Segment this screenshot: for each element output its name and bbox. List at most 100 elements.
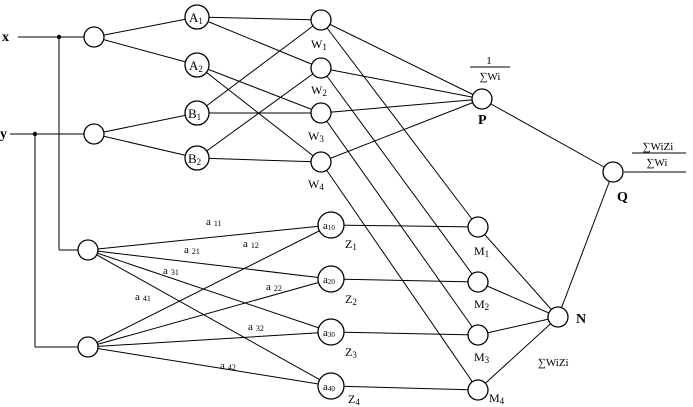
membership-node-a1 xyxy=(184,4,210,30)
edge-z4-m4 xyxy=(330,385,479,391)
edge-n1-z2 xyxy=(87,249,332,280)
consequent-input-node-1 xyxy=(77,239,99,261)
edge-n2-z2 xyxy=(87,278,332,348)
consequent-inside-z1: a10 xyxy=(323,220,335,232)
edge-w1-p xyxy=(320,19,483,100)
summer-formula: ∑WiZi xyxy=(538,357,569,369)
edge-b2-w4 xyxy=(196,157,322,163)
normalizer-formula-denominator: ∑Wi xyxy=(480,71,501,83)
edge-m1-n xyxy=(477,226,559,318)
consequent-node-z4 xyxy=(317,372,345,400)
input-lines xyxy=(10,34,84,348)
consequent-label-z3: Z3 xyxy=(345,345,357,360)
weight-label-w3: W3 xyxy=(308,129,324,144)
y-junction-dot xyxy=(32,131,38,137)
multiplier-node-m2 xyxy=(467,271,489,293)
multiplier-node-m1 xyxy=(467,216,489,238)
normalizer-node-p xyxy=(471,88,493,110)
normalizer-formula-numerator: 1 xyxy=(486,55,492,67)
summer-node-n xyxy=(547,306,569,328)
edge-z3-m3 xyxy=(330,331,479,336)
consequent-inside-z2: a20 xyxy=(323,274,335,286)
x-input-label: x xyxy=(2,30,9,45)
multiplier-label-m2: M2 xyxy=(474,297,489,312)
edge-n1-z4 xyxy=(87,249,332,387)
edge-w3-m3 xyxy=(320,112,479,336)
edge-b2-w2 xyxy=(196,67,322,159)
edge-p-q xyxy=(481,98,614,173)
labels: x y A1 A2 B1 B2 W1 W2 W3 W4 P 1 ∑Wi Q ∑W… xyxy=(0,10,686,407)
x-junction-dot xyxy=(56,34,62,40)
network-edges xyxy=(87,16,686,391)
edge-w1-m1 xyxy=(320,19,479,228)
multiplier-label-m4: M4 xyxy=(489,391,505,406)
normalizer-node-label: P xyxy=(478,113,487,128)
edge-a2-w3 xyxy=(196,64,322,114)
output-node-q xyxy=(602,161,624,183)
consequent-input-node-2 xyxy=(77,336,99,358)
membership-label-a1: A1 xyxy=(189,10,203,26)
edge-y-b1 xyxy=(93,112,198,135)
consequent-label-z1: Z1 xyxy=(345,237,357,252)
output-node-label: Q xyxy=(617,190,628,205)
edge-n2-z4 xyxy=(87,346,332,387)
weight-label-w1: W1 xyxy=(311,37,327,52)
output-formula-denominator: ∑Wi xyxy=(647,157,668,169)
edge-z2-m2 xyxy=(330,278,479,283)
edge-m4-n xyxy=(477,316,559,391)
membership-node-b2 xyxy=(184,145,210,171)
edge-w3-p xyxy=(320,98,483,114)
multiplier-label-m3: M3 xyxy=(474,350,490,365)
multiplier-node-m4 xyxy=(467,379,489,401)
edge-n2-z1 xyxy=(87,224,332,348)
edge-x-a2 xyxy=(93,36,198,66)
edge-n1-z1 xyxy=(87,224,332,251)
edge-n1-z3 xyxy=(87,249,332,333)
edge-z1-m1 xyxy=(330,224,479,228)
consequent-node-z2 xyxy=(317,265,345,293)
weight-label-w4: W4 xyxy=(308,177,324,192)
summer-node-label: N xyxy=(576,312,586,327)
nodes xyxy=(77,4,624,401)
edge-w2-p xyxy=(320,67,483,100)
edge-w4-m4 xyxy=(320,161,479,391)
y-input-node xyxy=(83,123,105,145)
y-input-label: y xyxy=(0,127,7,142)
consequent-label-z2: Z2 xyxy=(345,292,357,307)
multiplier-label-m1: M1 xyxy=(474,244,489,259)
consequent-inside-z3: a30 xyxy=(323,327,335,339)
consequent-node-z3 xyxy=(317,318,345,346)
membership-label-b1: B1 xyxy=(188,106,201,122)
multiplier-node-m3 xyxy=(467,324,489,346)
edge-b1-w1 xyxy=(196,19,322,114)
consequent-inside-z4: a40 xyxy=(323,381,335,393)
edge-n-q xyxy=(557,171,614,318)
weight-node-w4 xyxy=(310,151,332,173)
weight-node-w3 xyxy=(310,102,332,124)
consequent-node-z1 xyxy=(317,211,345,239)
edge-m3-n xyxy=(477,316,559,336)
consequent-label-z4: Z4 xyxy=(348,392,360,407)
weight-node-w2 xyxy=(310,57,332,79)
edge-m2-n xyxy=(477,281,559,318)
membership-node-b1 xyxy=(184,100,210,126)
membership-label-a2: A2 xyxy=(189,58,203,74)
weight-node-w1 xyxy=(310,9,332,31)
membership-label-b2: B2 xyxy=(188,151,201,167)
edge-a1-w1 xyxy=(196,16,322,21)
weight-label-w2: W2 xyxy=(311,83,327,98)
edge-a1-w2 xyxy=(196,16,322,69)
membership-node-a2 xyxy=(184,52,210,78)
edge-n2-z3 xyxy=(87,331,332,348)
output-formula-numerator: ∑WiZi xyxy=(643,141,674,153)
edge-w4-p xyxy=(320,98,483,163)
